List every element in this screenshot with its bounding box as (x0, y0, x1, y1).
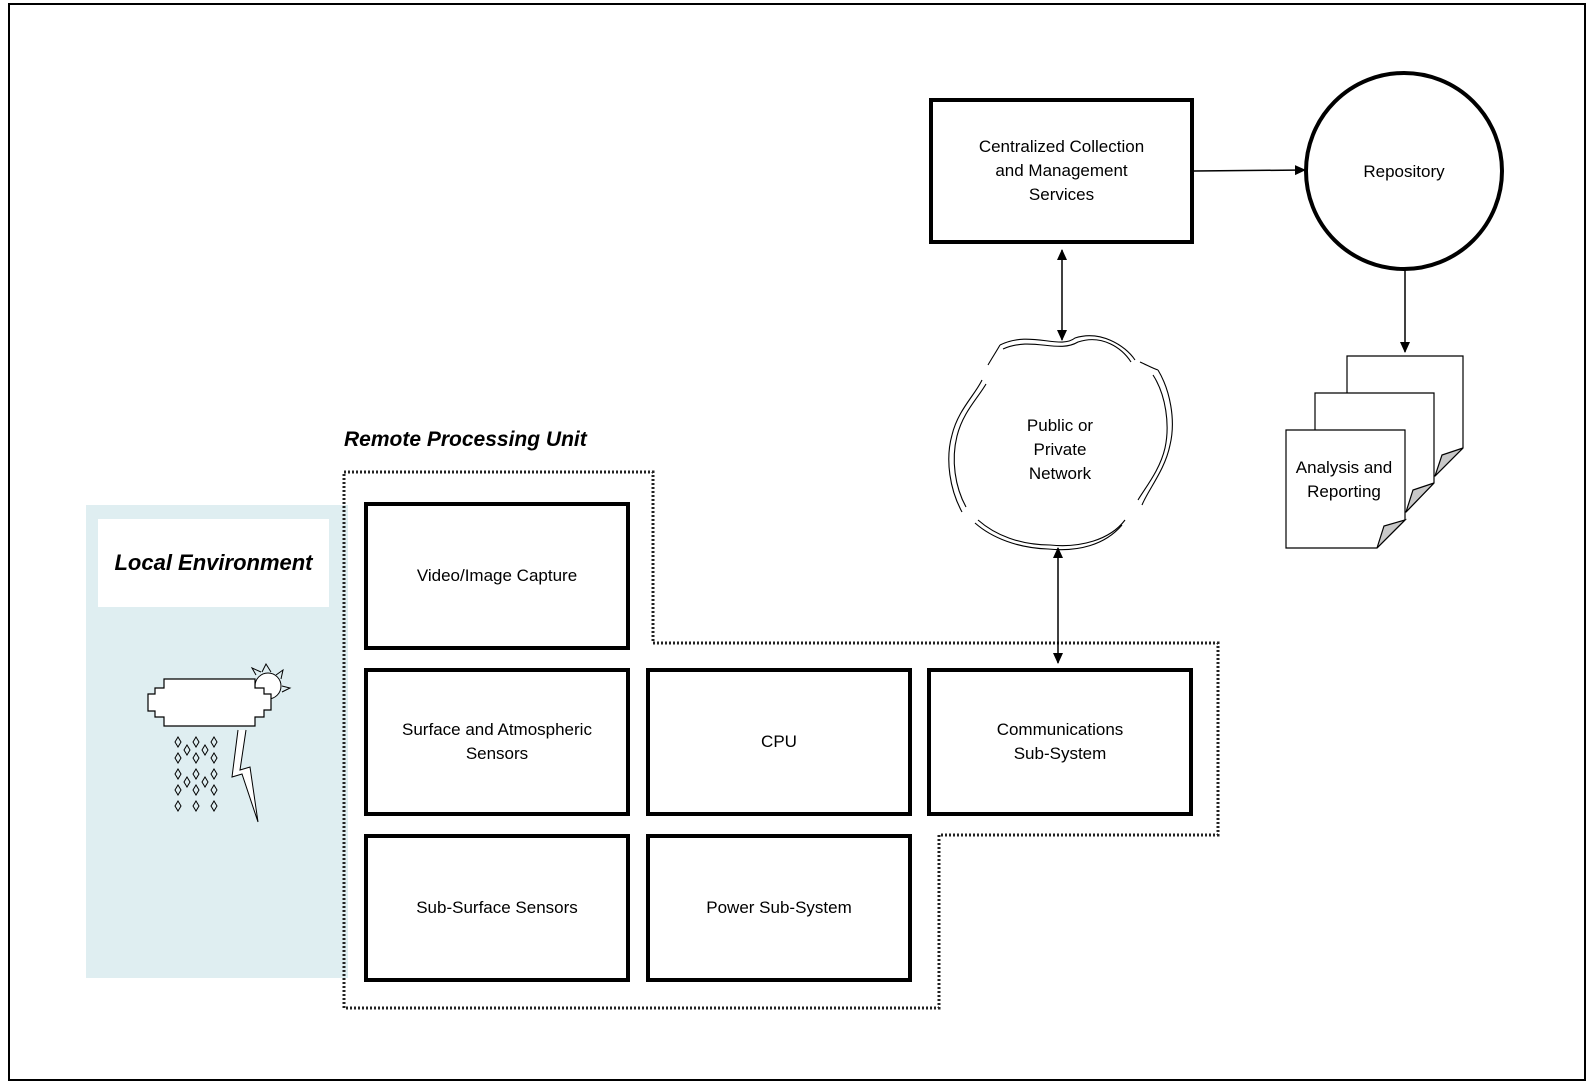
sub-surface-sensors-box: Sub-Surface Sensors (364, 834, 630, 982)
communications-subsystem-box: Communications Sub-System (927, 668, 1193, 816)
local-environment-title: Local Environment (114, 550, 313, 575)
sub-surface-sensors-label: Sub-Surface Sensors (416, 898, 578, 917)
surface-atmospheric-sensors-label: Surface and Atmospheric Sensors (402, 720, 592, 763)
repository-label: Repository (1363, 162, 1445, 181)
communications-subsystem-label: Communications Sub-System (996, 720, 1124, 763)
centralized-collection-box: Centralized Collection and Management Se… (929, 98, 1194, 244)
remote-processing-unit-title: Remote Processing Unit (344, 428, 587, 451)
surface-atmospheric-sensors-box: Surface and Atmospheric Sensors (364, 668, 630, 816)
power-subsystem-label: Power Sub-System (706, 898, 852, 917)
analysis-reporting-label: Analysis and Reporting (1295, 458, 1393, 501)
cpu-label: CPU (761, 732, 797, 751)
power-subsystem-box: Power Sub-System (646, 834, 912, 982)
video-image-capture-box: Video/Image Capture (364, 502, 630, 650)
centralized-collection-label: Centralized Collection and Management Se… (978, 137, 1145, 204)
video-image-capture-label: Video/Image Capture (416, 566, 578, 585)
network-label: Public or Private Network (1026, 416, 1094, 483)
local-environment-label-box: Local Environment (98, 519, 329, 607)
cpu-box: CPU (646, 668, 912, 816)
diagram-frame (8, 3, 1586, 1081)
